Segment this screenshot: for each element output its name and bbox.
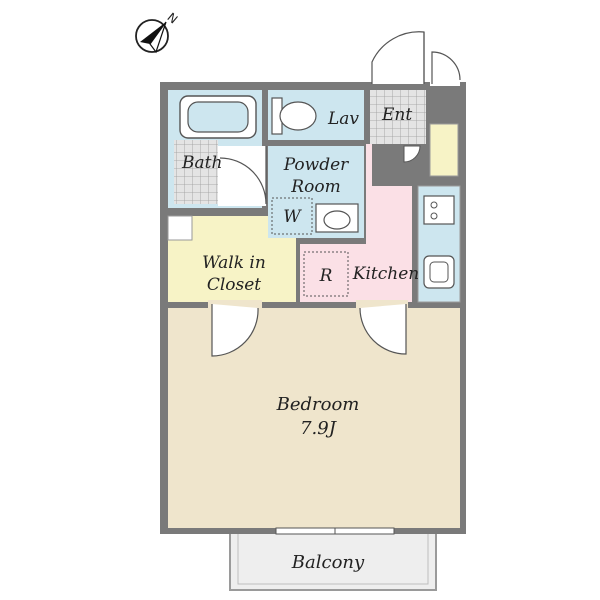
balcony-window (275, 527, 395, 535)
north-arrow-icon: N (135, 10, 180, 54)
closet-door (208, 300, 262, 357)
washer-space (271, 197, 313, 235)
label-lav: Lav (327, 109, 359, 129)
label-walk-in-closet-line2: Closet (207, 275, 261, 295)
bedroom-door (356, 300, 408, 355)
bath-door (218, 146, 267, 206)
bath-tiled-floor (174, 140, 218, 204)
kitchen-sink-icon (423, 255, 455, 289)
label-refrigerator: R (319, 266, 333, 286)
wash-basin-icon (315, 203, 359, 233)
entrance-area (370, 90, 426, 144)
shoe-cabinet (429, 123, 459, 177)
label-walk-in-closet-line1: Walk in (202, 253, 266, 273)
label-washer: W (283, 207, 302, 227)
small-entrance-door (430, 51, 461, 86)
main-entrance-door (371, 31, 425, 84)
bathtub-icon (179, 95, 257, 139)
label-bedroom-size: 7.9J (300, 418, 338, 439)
compass-north-label: N (164, 10, 180, 26)
toilet-icon (271, 97, 317, 135)
refrigerator-space (303, 251, 349, 297)
label-entrance: Ent (381, 105, 412, 125)
label-powder-room-line1: Powder (283, 155, 349, 175)
entrance-inner-door (403, 145, 421, 163)
label-kitchen: Kitchen (352, 264, 419, 284)
label-powder-room-line2: Room (290, 177, 340, 197)
label-bedroom: Bedroom (276, 394, 360, 415)
kitchen-area (300, 144, 412, 302)
storage-niche (167, 215, 193, 241)
label-balcony: Balcony (291, 552, 365, 573)
label-bath: Bath (181, 153, 222, 173)
stove-icon (423, 195, 455, 225)
